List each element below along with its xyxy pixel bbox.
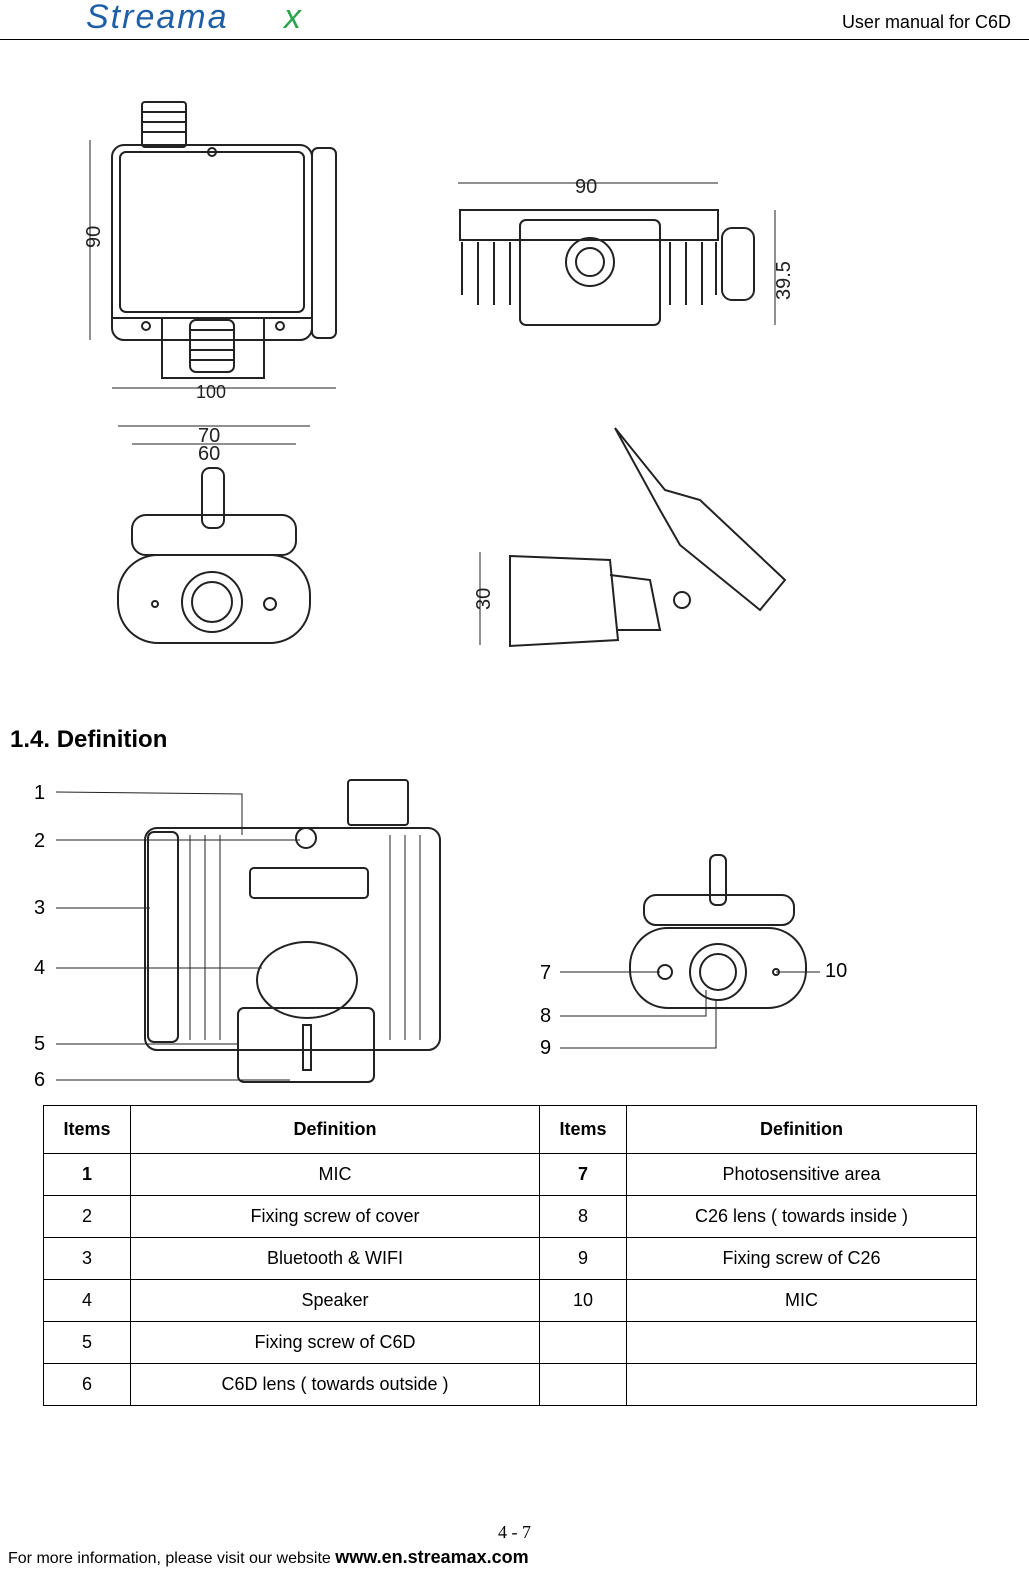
callout-2: 2: [34, 830, 46, 852]
table-cell: 1: [43, 1153, 131, 1196]
table-row: 2 Fixing screw of cover 8 C26 lens ( tow…: [43, 1195, 977, 1238]
table-cell: 4: [43, 1279, 131, 1322]
callout-leaders: [55, 791, 820, 1081]
callout-6: 6: [34, 1069, 46, 1091]
table-cell: 9: [539, 1237, 627, 1280]
table-cell: 2: [43, 1195, 131, 1238]
streamax-logo: Streama x: [86, 0, 302, 34]
table-cell: 6: [43, 1363, 131, 1406]
section-heading: 1.4. Definition: [10, 726, 168, 753]
callout-4: 4: [34, 957, 46, 979]
callout-8: 8: [540, 1005, 552, 1027]
table-cell: [539, 1363, 627, 1406]
table-cell: [539, 1321, 627, 1364]
top-view-drawing: [458, 182, 776, 326]
page-number: 4 - 7: [498, 1522, 531, 1542]
callout-3: 3: [34, 897, 46, 919]
camera-front-drawing: [117, 425, 311, 644]
dimension-drawings: 90 100 90 39.5 70 60 30: [83, 101, 795, 648]
table-cell: C26 lens ( towards inside ): [626, 1195, 977, 1238]
callout-10: 10: [825, 960, 848, 982]
table-row: 4 Speaker 10 MIC: [43, 1279, 977, 1322]
callout-7: 7: [540, 962, 552, 984]
callout-1: 1: [34, 782, 46, 804]
header-items-left: Items: [43, 1105, 131, 1154]
manual-title: User manual for C6D: [841, 12, 1011, 32]
table-cell: Fixing screw of C26: [626, 1237, 977, 1280]
header-definition-right: Definition: [626, 1105, 977, 1154]
svg-text:90: 90: [83, 226, 105, 248]
front-view-drawing: [89, 101, 337, 389]
table-cell: Speaker: [130, 1279, 540, 1322]
table-cell: 3: [43, 1237, 131, 1280]
table-cell: [626, 1363, 977, 1406]
callout-5: 5: [34, 1033, 46, 1055]
header-divider: [0, 39, 1029, 40]
camera-side-drawing: [479, 427, 787, 648]
header-definition-left: Definition: [130, 1105, 540, 1154]
table-cell: Photosensitive area: [626, 1153, 977, 1196]
svg-text:Streama: Streama: [86, 0, 229, 34]
svg-text:60: 60: [198, 443, 220, 465]
svg-text:90: 90: [575, 176, 597, 198]
definition-table: Items Definition Items Definition 1 MIC …: [43, 1105, 977, 1406]
table-row: 6 C6D lens ( towards outside ): [43, 1363, 977, 1406]
website-link[interactable]: www.en.streamax.com: [335, 1547, 529, 1567]
svg-text:x: x: [282, 0, 302, 34]
footer-text: For more information, please visit our w…: [8, 1547, 529, 1568]
header-items-right: Items: [539, 1105, 627, 1154]
table-cell: 7: [539, 1153, 627, 1196]
table-cell: 10: [539, 1279, 627, 1322]
c26-camera-drawing: [629, 854, 807, 1009]
table-cell: MIC: [626, 1279, 977, 1322]
table-cell: 8: [539, 1195, 627, 1238]
table-cell: C6D lens ( towards outside ): [130, 1363, 540, 1406]
table-row: 1 MIC 7 Photosensitive area: [43, 1153, 977, 1196]
definition-figure: [55, 779, 820, 1083]
callout-9: 9: [540, 1037, 552, 1059]
table-cell: Fixing screw of C6D: [130, 1321, 540, 1364]
device-rear-drawing: [144, 779, 441, 1083]
table-cell: Fixing screw of cover: [130, 1195, 540, 1238]
svg-text:39.5: 39.5: [773, 261, 795, 300]
table-header-row: Items Definition Items Definition: [43, 1105, 977, 1154]
svg-text:30: 30: [473, 588, 495, 610]
svg-text:70: 70: [198, 425, 220, 447]
table-row: 3 Bluetooth & WIFI 9 Fixing screw of C26: [43, 1237, 977, 1280]
table-cell: 5: [43, 1321, 131, 1364]
table-row: 5 Fixing screw of C6D: [43, 1321, 977, 1364]
table-cell: Bluetooth & WIFI: [130, 1237, 540, 1280]
svg-text:100: 100: [196, 382, 226, 402]
footer-label: For more information, please visit our w…: [8, 1550, 336, 1567]
table-cell: MIC: [130, 1153, 540, 1196]
table-cell: [626, 1321, 977, 1364]
